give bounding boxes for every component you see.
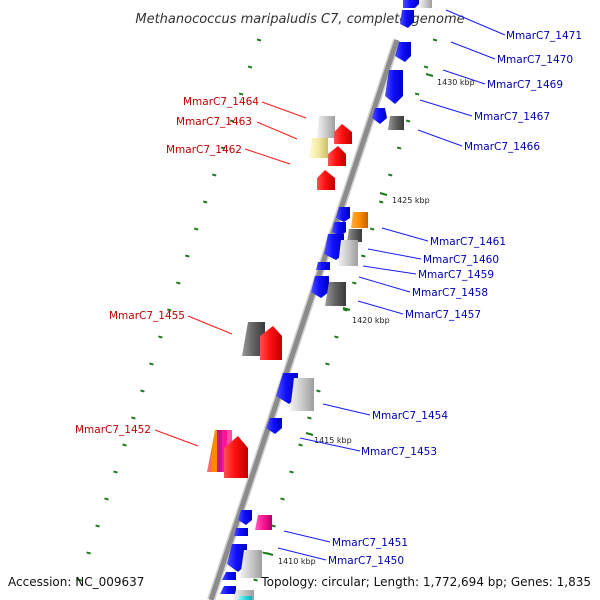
gene-label: MmarC7_1454 [372,410,448,422]
guide-dot [343,308,348,312]
gene-label: MmarC7_1455 [109,310,185,322]
scale-tick-1410: 1410 kbp [265,552,316,566]
guide-dot [131,416,136,420]
guide-dot [387,173,393,177]
scale-tick-label: 1425 kbp [392,196,430,205]
gene-label: MmarC7_1457 [405,309,481,321]
guide-dot [193,227,199,231]
guide-dot [253,578,258,582]
guide-dot [95,524,100,528]
gene-label: MmarC7_1467 [474,111,550,123]
guide-dot [298,443,303,447]
guide-dot [352,281,357,285]
gene-label: MmarC7_1452 [75,424,151,436]
guide-dot [334,335,339,339]
guide-dot [113,470,118,474]
guide-dot [423,65,429,69]
scale-tick-1425: 1425 kbp [379,192,430,205]
scale-tick-1420: 1420 kbp [342,307,390,325]
gene-label: MmarC7_1450 [328,555,404,567]
guide-dot [211,173,217,177]
guide-dot [238,92,244,96]
guide-dot [378,200,384,204]
reverse-strand-genes [207,116,352,478]
scale-tick-label: 1415 kbp [314,436,352,445]
scale-tick-1415: 1415 kbp [305,432,352,445]
guide-dot [202,200,208,204]
guide-dot [271,524,276,528]
guide-dot [405,119,411,123]
gene-label: MmarC7_1469 [487,79,563,91]
guide-dot [176,281,181,285]
guide-dot [167,308,172,312]
guide-dot [361,254,366,258]
gene-label: MmarC7_1471 [506,30,582,42]
gene-label: MmarC7_1453 [361,446,437,458]
guide-dot [325,362,330,366]
guide-dot [414,92,420,96]
guide-dot [122,443,127,447]
gene-label: MmarC7_1458 [412,287,488,299]
gene-label: MmarC7_1466 [464,141,540,153]
scale-tick-label: 1410 kbp [278,557,316,566]
guide-dot [256,38,262,42]
scale-tick-label: 1430 kbp [437,78,475,87]
accession-text: Accession: NC_009637 [8,575,144,589]
map-title: Methanococcus maripaludis C7, complete g… [135,12,464,27]
scale-tick-label: 1420 kbp [352,316,390,325]
guide-dot [229,119,235,123]
gene-label: MmarC7_1460 [423,254,499,266]
guide-dot [77,578,82,582]
scale-tick-1430: 1430 kbp [425,73,475,87]
forward-callout-lines [277,9,506,561]
forward-strand-genes [220,0,432,600]
guide-dot [185,254,190,258]
dotted-guide-tracks [77,38,438,582]
guide-dot [307,416,312,420]
gene-label: MmarC7_1459 [418,269,494,281]
guide-dot [432,38,438,42]
gene-label: MmarC7_1451 [332,537,408,549]
gene-label: MmarC7_1462 [166,144,242,156]
guide-dot [289,470,294,474]
guide-dot [158,335,163,339]
guide-dot [369,227,375,231]
guide-dot [316,389,321,393]
guide-dot [86,551,91,555]
guide-dot [220,146,226,150]
guide-dot [247,65,253,69]
guide-dot [280,497,285,501]
guide-dot [149,362,154,366]
reverse-callout-lines [154,101,307,447]
genome-backbone [208,39,400,600]
guide-dot [104,497,109,501]
gene-label: MmarC7_1463 [176,116,252,128]
gene-label: MmarC7_1461 [430,236,506,248]
guide-dot [396,146,402,150]
guide-dot [140,389,145,393]
genome-summary-text: Topology: circular; Length: 1,772,694 bp… [260,575,591,589]
gene-label: MmarC7_1470 [497,54,573,66]
gene-label: MmarC7_1464 [183,96,259,108]
